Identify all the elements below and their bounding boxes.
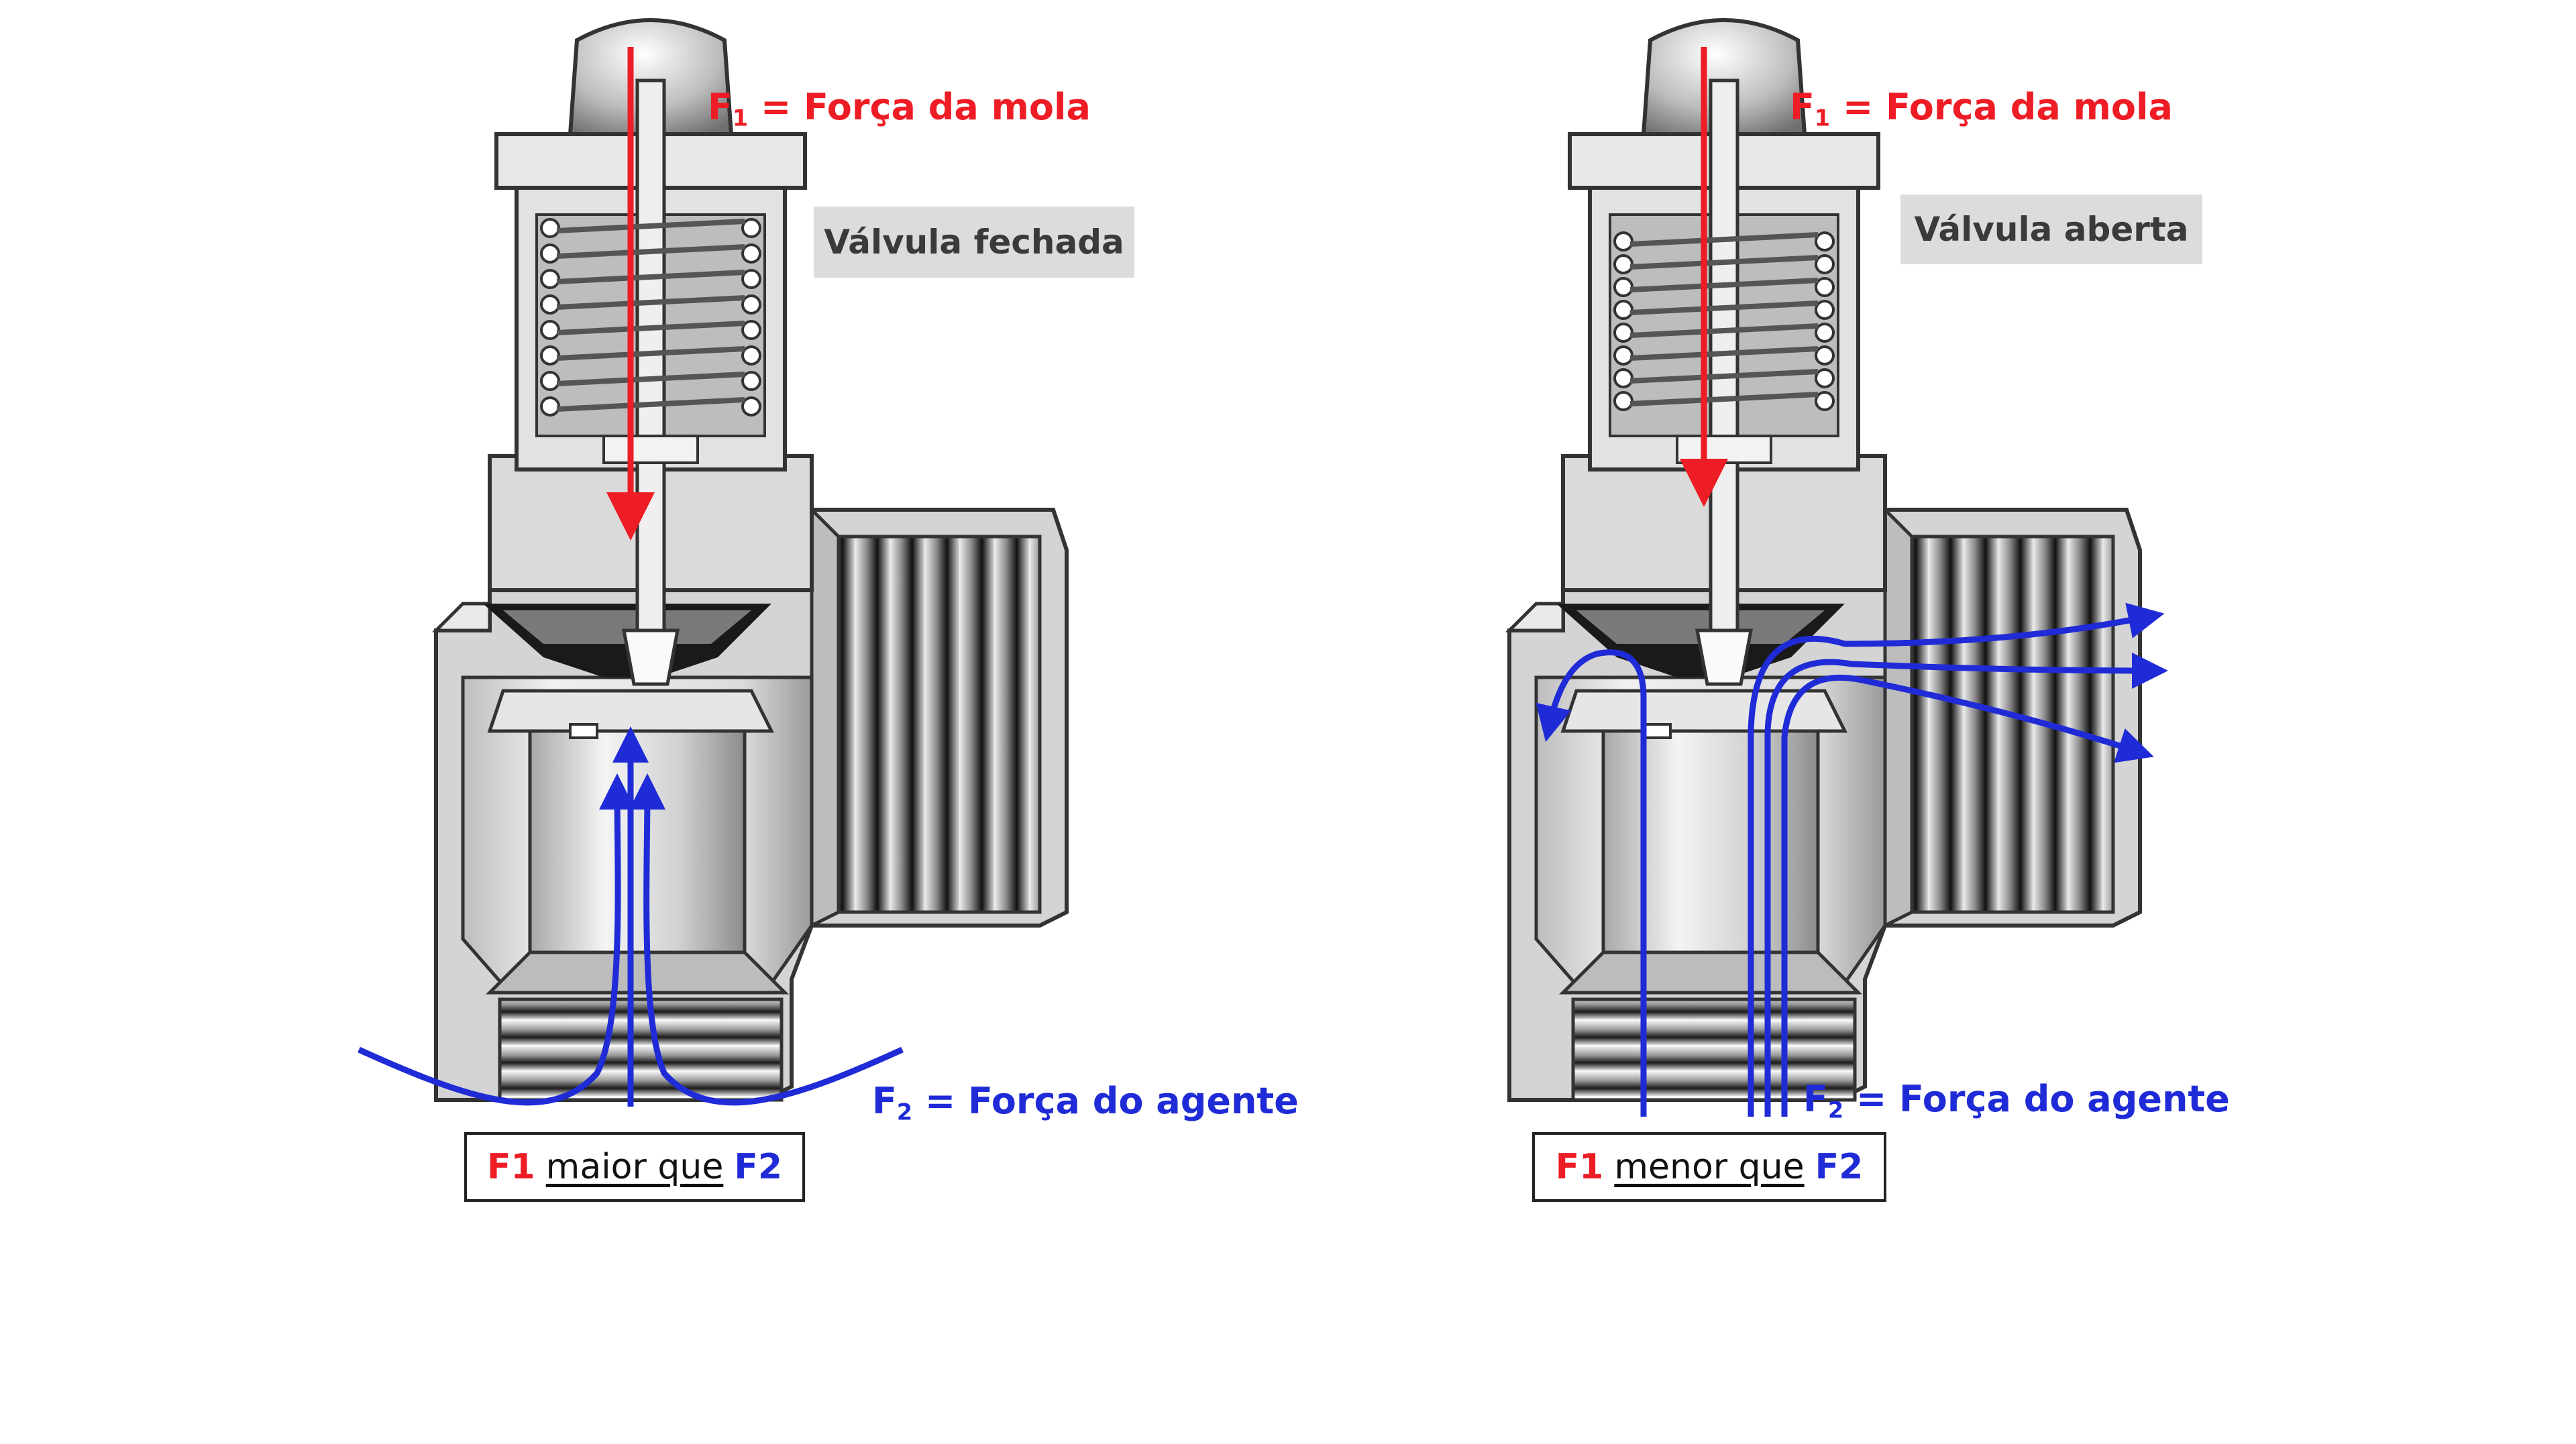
open-f2-subscript: 2 (1827, 1097, 1844, 1123)
open-comparison-box: F1 menor que F2 (1532, 1132, 1886, 1202)
open-compare-f1: F1 (1555, 1147, 1604, 1187)
closed-f1-text: = Força da mola (748, 86, 1091, 128)
closed-valve-illustration (436, 20, 1067, 1100)
closed-compare-relation: maior que (545, 1147, 724, 1187)
open-spring-force-label: F1 = Força da mola (1790, 86, 2173, 131)
closed-compare-f1: F1 (486, 1147, 535, 1187)
open-f2-symbol: F (1803, 1078, 1828, 1120)
closed-spring-force-label: F1 = Força da mola (708, 86, 1091, 131)
closed-f2-text: = Força do agente (912, 1080, 1299, 1122)
closed-agent-flow-arrows (358, 726, 904, 1107)
open-f1-text: = Força da mola (1830, 86, 2173, 128)
closed-agent-force-label: F2 = Força do agente (872, 1080, 1299, 1125)
closed-state-label: Válvula fechada (814, 207, 1134, 278)
open-state-label: Válvula aberta (1900, 195, 2202, 264)
open-compare-f2: F2 (1815, 1147, 1864, 1187)
closed-compare-f2: F2 (734, 1147, 783, 1187)
closed-f1-subscript: 1 (732, 105, 749, 131)
open-agent-force-label: F2 = Força do agente (1803, 1078, 2230, 1123)
open-f2-text: = Força do agente (1843, 1078, 2230, 1120)
closed-f2-subscript: 2 (896, 1099, 913, 1125)
open-f1-subscript: 1 (1814, 105, 1831, 131)
closed-f2-symbol: F (872, 1080, 897, 1122)
open-compare-relation: menor que (1614, 1147, 1805, 1187)
open-valve-illustration (1509, 20, 2140, 1100)
open-f1-symbol: F (1790, 86, 1815, 128)
open-agent-flow-arrows (1536, 602, 2168, 1117)
closed-comparison-box: F1 maior que F2 (464, 1132, 805, 1202)
closed-f1-symbol: F (708, 86, 733, 128)
